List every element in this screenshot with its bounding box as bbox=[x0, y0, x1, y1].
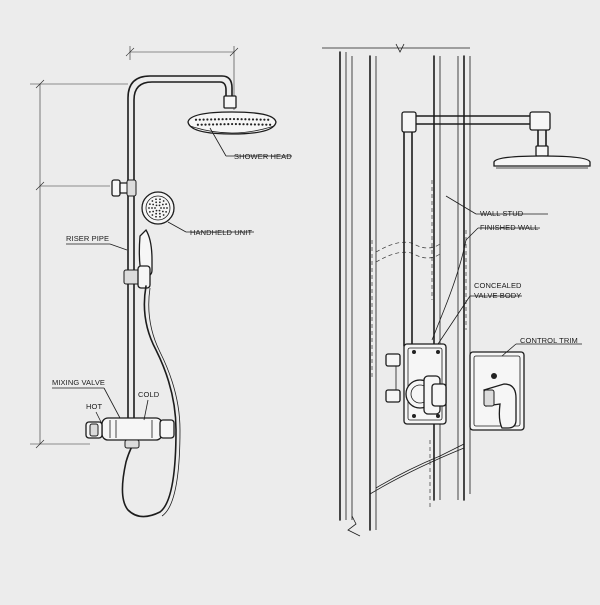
handheld-nozzle-dot bbox=[155, 212, 158, 215]
handheld-unit bbox=[123, 191, 175, 289]
nozzle-dot bbox=[208, 123, 211, 126]
handheld-nozzle-dot bbox=[161, 210, 164, 213]
mixing-valve bbox=[85, 417, 175, 449]
nozzle-dot bbox=[261, 123, 264, 126]
label-concealed-valve-body-1: CONCEALED bbox=[474, 281, 522, 290]
nozzle-dot bbox=[225, 118, 228, 121]
label-shower-head: SHOWER HEAD bbox=[234, 152, 292, 161]
nozzle-dot bbox=[267, 118, 270, 121]
handheld-nozzle-dot bbox=[148, 211, 151, 213]
nozzle-dot bbox=[236, 118, 239, 121]
handheld-nozzle-dot bbox=[152, 203, 155, 206]
handheld-nozzle-dot bbox=[158, 212, 161, 215]
handheld-nozzle-dot bbox=[155, 204, 158, 207]
handheld-nozzle-dot bbox=[161, 203, 164, 206]
overhead-shower-head bbox=[187, 95, 277, 135]
nozzle-dot bbox=[251, 118, 255, 121]
concealed-supply-pipe bbox=[401, 111, 551, 347]
nozzle-dot bbox=[194, 118, 198, 121]
label-mixing-valve: MIXING VALVE bbox=[52, 378, 105, 387]
handheld-nozzle-dot bbox=[155, 215, 157, 218]
wall-section bbox=[322, 43, 471, 537]
nozzle-dot bbox=[212, 123, 215, 126]
handheld-nozzle-dot bbox=[162, 200, 165, 202]
wall-bracket bbox=[111, 179, 137, 197]
nozzle-dot bbox=[229, 117, 232, 121]
handheld-nozzle-dot bbox=[162, 214, 165, 216]
nozzle-dot bbox=[242, 123, 245, 126]
handheld-nozzle-dot bbox=[154, 207, 156, 209]
nozzle-dot bbox=[232, 117, 236, 121]
handheld-nozzle-dot bbox=[166, 207, 168, 209]
nozzle-dot bbox=[223, 123, 226, 126]
concealed-installation: WALL STUD FINISHED WALL CONCEALED VALVE … bbox=[322, 43, 591, 537]
nozzle-dot bbox=[234, 122, 237, 126]
handheld-nozzle-dot bbox=[152, 210, 155, 213]
nozzle-dot bbox=[213, 118, 217, 121]
handheld-nozzle-dot bbox=[158, 204, 161, 207]
handheld-nozzle-dot bbox=[159, 198, 161, 201]
label-wall-stud: WALL STUD bbox=[480, 209, 524, 218]
nozzle-dot bbox=[219, 123, 222, 126]
label-handheld-unit: HANDHELD UNIT bbox=[190, 228, 252, 237]
nozzle-dot bbox=[269, 123, 272, 126]
label-concealed-valve-body-2: VALVE BODY bbox=[474, 291, 521, 300]
nozzle-dot bbox=[253, 123, 256, 126]
handheld-nozzle-dot bbox=[148, 207, 150, 209]
nozzle-dot bbox=[227, 123, 230, 126]
nozzle-dot bbox=[217, 118, 220, 121]
rain-shower-head bbox=[493, 155, 591, 169]
nozzle-dot bbox=[246, 123, 249, 126]
handheld-nozzle-dot bbox=[165, 203, 168, 205]
label-cold: COLD bbox=[138, 390, 160, 399]
nozzle-dot bbox=[198, 118, 201, 121]
handheld-nozzle-dot bbox=[160, 207, 162, 209]
nozzle-dot bbox=[259, 118, 262, 121]
nozzle-dot bbox=[215, 123, 218, 126]
handheld-nozzle-dot bbox=[151, 200, 154, 202]
nozzle-dot bbox=[200, 123, 203, 126]
shower-hose bbox=[121, 285, 181, 518]
label-hot: HOT bbox=[86, 402, 102, 411]
label-finished-wall: FINISHED WALL bbox=[480, 223, 539, 232]
nozzle-dot bbox=[210, 118, 213, 121]
control-trim bbox=[469, 351, 525, 431]
nozzle-dot bbox=[255, 118, 258, 121]
nozzle-dot bbox=[240, 118, 243, 121]
nozzle-dot bbox=[257, 123, 260, 126]
nozzle-dot bbox=[204, 123, 207, 126]
exposed-shower-system: SHOWER HEAD HANDHELD UNIT RISER PIPE MIX… bbox=[30, 46, 292, 518]
nozzle-dot bbox=[244, 118, 247, 121]
handheld-nozzle-dot bbox=[155, 201, 158, 204]
handheld-nozzle-dot bbox=[151, 214, 154, 216]
nozzle-dot bbox=[250, 123, 253, 126]
handheld-nozzle-dot bbox=[151, 207, 153, 209]
nozzle-dot bbox=[202, 118, 205, 121]
concealed-valve-body bbox=[385, 343, 447, 425]
label-riser-pipe: RISER PIPE bbox=[66, 234, 109, 243]
handheld-nozzle-dot bbox=[158, 209, 161, 212]
nozzle-dot bbox=[238, 123, 241, 126]
nozzle-dot bbox=[231, 122, 234, 126]
handheld-nozzle-dot bbox=[163, 207, 165, 209]
left-leader-lines bbox=[52, 127, 292, 425]
dimension-lines bbox=[30, 46, 239, 449]
label-control-trim: CONTROL TRIM bbox=[520, 336, 578, 345]
nozzle-dot bbox=[248, 118, 251, 121]
nozzle-dot bbox=[206, 118, 209, 121]
handheld-nozzle-dot bbox=[165, 211, 168, 213]
handheld-nozzle-dot bbox=[158, 201, 161, 204]
nozzle-dot bbox=[221, 118, 224, 121]
nozzle-dot bbox=[265, 123, 268, 126]
handheld-nozzle-dot bbox=[155, 198, 157, 201]
handheld-nozzle-dot bbox=[159, 215, 161, 218]
nozzle-dot bbox=[263, 118, 266, 121]
handheld-nozzle-dot bbox=[148, 203, 151, 205]
nozzle-dot bbox=[196, 123, 199, 126]
riser-pipe bbox=[127, 75, 233, 441]
right-leader-lines bbox=[431, 195, 582, 357]
handheld-nozzle-dot bbox=[155, 209, 158, 212]
